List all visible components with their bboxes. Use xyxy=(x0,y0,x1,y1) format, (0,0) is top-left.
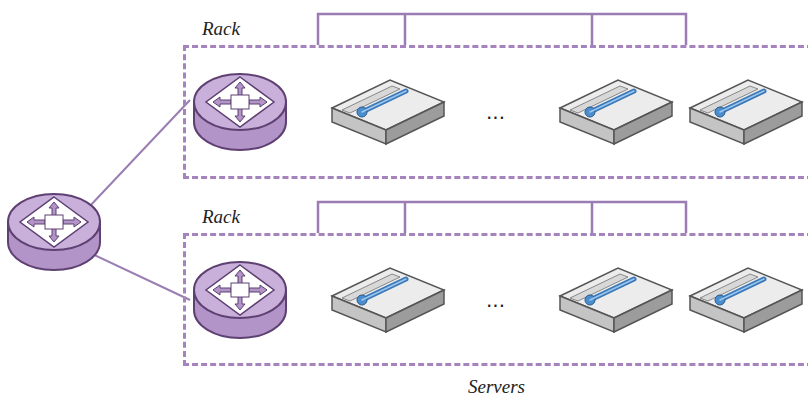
rack-title: Rack xyxy=(202,18,240,40)
ellipsis-mark: ... xyxy=(486,100,505,124)
ellipsis-mark: ... xyxy=(486,288,505,312)
rack-title: Rack xyxy=(202,206,240,228)
group-label: Servers xyxy=(468,376,525,398)
